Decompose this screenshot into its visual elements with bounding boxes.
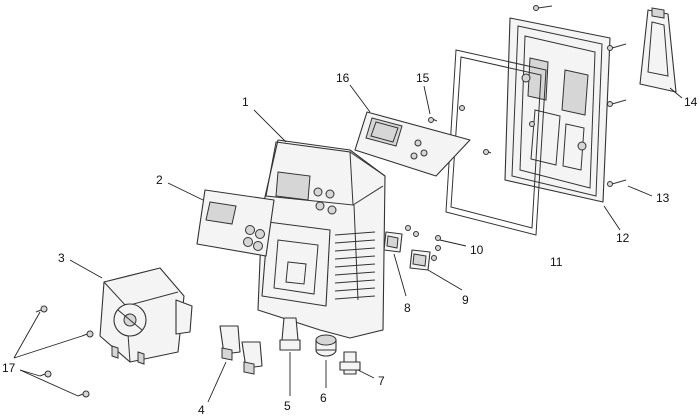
callout-11: 11 (550, 255, 563, 269)
callout-labels: 1 2 3 4 5 6 7 8 9 10 11 12 13 14 15 16 1… (2, 71, 698, 416)
callout-3: 3 (58, 251, 65, 265)
callout-7: 7 (378, 374, 385, 388)
board-screw (428, 117, 492, 155)
callout-6: 6 (320, 391, 327, 405)
connector-8 (383, 231, 403, 253)
cap (315, 334, 337, 357)
rear-frame (504, 17, 611, 203)
elbow-fitting (339, 351, 361, 375)
connector-9 (409, 249, 431, 271)
frame-screws (533, 5, 627, 187)
callout-1: 1 (242, 95, 249, 109)
callout-5: 5 (284, 399, 291, 413)
valve-bodies (219, 325, 263, 375)
fitting (279, 317, 301, 351)
main-housing (257, 139, 386, 339)
callout-13: 13 (656, 191, 670, 205)
callout-10: 10 (470, 243, 484, 257)
callout-12: 12 (616, 231, 630, 245)
pump-head (99, 267, 193, 365)
leader-lines (13, 84, 683, 403)
callout-9: 9 (462, 293, 469, 307)
pump-screws (35, 305, 94, 398)
mounting-bracket (639, 7, 677, 93)
callout-17: 17 (2, 361, 16, 375)
callout-15: 15 (416, 71, 430, 85)
circuit-board (354, 111, 471, 177)
callout-4: 4 (198, 403, 205, 416)
front-overlay (196, 189, 275, 257)
callout-14: 14 (684, 95, 698, 109)
connector-screws (405, 225, 441, 261)
callout-16: 16 (336, 71, 350, 85)
callout-2: 2 (156, 173, 163, 187)
callout-8: 8 (404, 301, 411, 315)
